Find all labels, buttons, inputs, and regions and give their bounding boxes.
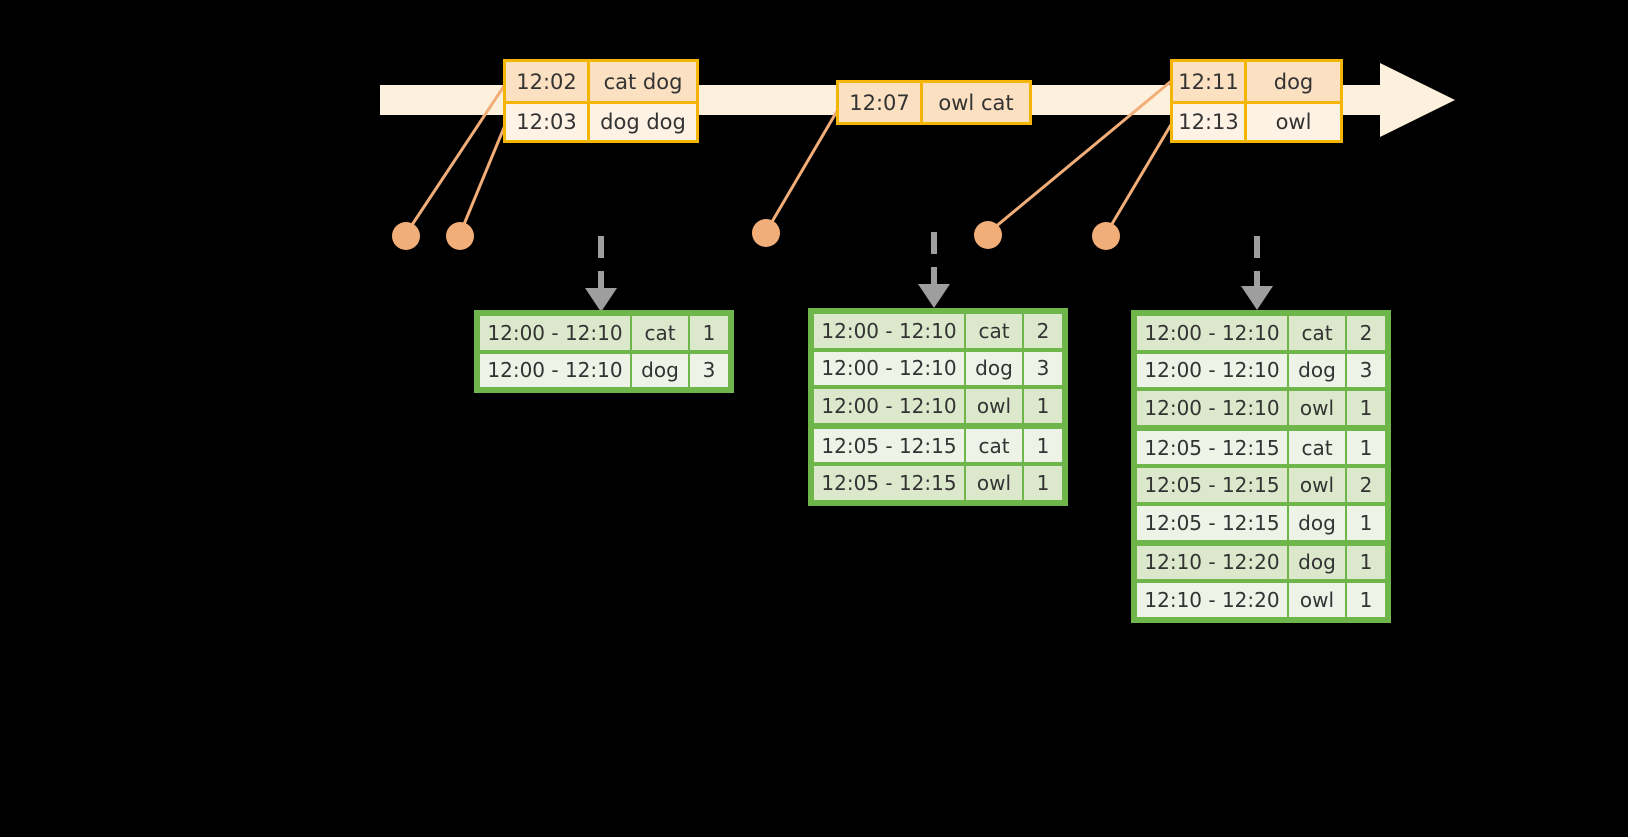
event-row: 12:07 owl cat <box>839 83 1029 122</box>
event-time: 12:03 <box>506 104 590 140</box>
cell-window: 12:10 - 12:20 <box>1137 545 1287 580</box>
cell-count: 1 <box>1347 430 1385 465</box>
event-time: 12:11 <box>1173 62 1247 101</box>
cell-count: 3 <box>1347 353 1385 388</box>
event-time: 12:13 <box>1173 104 1247 140</box>
cell-window: 12:00 - 12:10 <box>480 353 630 388</box>
cell-word: owl <box>1289 391 1345 425</box>
cell-window: 12:00 - 12:10 <box>814 314 964 348</box>
table-row: 12:00 - 12:10 cat 1 <box>478 314 730 352</box>
event-words: dog <box>1273 69 1314 94</box>
cell-count: 1 <box>1024 389 1062 423</box>
cell-count: 2 <box>1024 314 1062 348</box>
cell-count: 1 <box>690 316 728 350</box>
cell-count: 1 <box>1347 391 1385 425</box>
cell-word: cat <box>1289 430 1345 465</box>
table-row: 12:00 - 12:10 owl 1 <box>1135 389 1387 427</box>
event-words: owl <box>1275 110 1312 134</box>
cell-count: 1 <box>1347 583 1385 617</box>
event-group-2: 12:07 owl cat <box>836 80 1032 125</box>
event-row: 12:03 dog dog <box>506 101 696 140</box>
cell-word: dog <box>966 351 1022 386</box>
event-row: 12:13 owl <box>1173 101 1340 140</box>
event-time: 12:02 <box>506 62 590 101</box>
cell-count: 1 <box>1024 428 1062 463</box>
table-row: 12:00 - 12:10 cat 2 <box>812 312 1064 350</box>
cell-count: 1 <box>1347 505 1385 540</box>
cell-window: 12:00 - 12:10 <box>1137 353 1287 388</box>
event-row: 12:11 dog <box>1173 62 1340 101</box>
connector-dot-3 <box>752 219 780 247</box>
cell-window: 12:00 - 12:10 <box>814 389 964 423</box>
connector-dots <box>392 219 1120 250</box>
cell-word: cat <box>632 316 688 350</box>
cell-word: owl <box>966 389 1022 423</box>
cell-window: 12:05 - 12:15 <box>1137 430 1287 465</box>
cell-word: dog <box>1289 353 1345 388</box>
table-row: 12:05 - 12:15 dog 1 <box>1135 504 1387 542</box>
event-group-1: 12:02 cat dog 12:03 dog dog <box>503 59 699 143</box>
dashed-arrows <box>598 232 1260 292</box>
event-words: dog dog <box>600 110 686 134</box>
cell-count: 1 <box>1347 545 1385 580</box>
cell-word: dog <box>632 353 688 388</box>
cell-word: owl <box>966 466 1022 500</box>
event-row: 12:02 cat dog <box>506 62 696 101</box>
table-row: 12:05 - 12:15 cat 1 <box>812 427 1064 465</box>
cell-window: 12:10 - 12:20 <box>1137 583 1287 617</box>
cell-window: 12:00 - 12:10 <box>480 316 630 350</box>
event-time: 12:07 <box>839 83 923 122</box>
event-words: cat dog <box>603 69 683 94</box>
cell-word: cat <box>966 314 1022 348</box>
result-table-2: 12:00 - 12:10 cat 2 12:00 - 12:10 dog 3 … <box>808 308 1068 506</box>
table-row: 12:00 - 12:10 owl 1 <box>812 387 1064 425</box>
cell-word: dog <box>1289 505 1345 540</box>
cell-word: dog <box>1289 545 1345 580</box>
cell-word: cat <box>966 428 1022 463</box>
result-table-1: 12:00 - 12:10 cat 1 12:00 - 12:10 dog 3 <box>474 310 734 394</box>
table-row: 12:05 - 12:15 cat 1 <box>1135 429 1387 467</box>
connector-dot-2 <box>446 222 474 250</box>
connector-dot-4 <box>974 221 1002 249</box>
cell-word: owl <box>1289 583 1345 617</box>
cell-window: 12:00 - 12:10 <box>1137 316 1287 350</box>
cell-count: 1 <box>1024 466 1062 500</box>
table-row: 12:05 - 12:15 owl 2 <box>1135 466 1387 504</box>
cell-window: 12:00 - 12:10 <box>1137 391 1287 425</box>
cell-word: cat <box>1289 316 1345 350</box>
table-row: 12:00 - 12:10 dog 3 <box>1135 352 1387 390</box>
cell-window: 12:05 - 12:15 <box>814 466 964 500</box>
cell-count: 3 <box>690 353 728 388</box>
cell-count: 2 <box>1347 468 1385 502</box>
cell-window: 12:05 - 12:15 <box>1137 468 1287 502</box>
table-row: 12:10 - 12:20 owl 1 <box>1135 581 1387 619</box>
event-group-3: 12:11 dog 12:13 owl <box>1170 59 1343 143</box>
connector-dot-5 <box>1092 222 1120 250</box>
table-row: 12:00 - 12:10 dog 3 <box>812 350 1064 388</box>
cell-count: 2 <box>1347 316 1385 350</box>
cell-window: 12:05 - 12:15 <box>814 428 964 463</box>
table-row: 12:05 - 12:15 owl 1 <box>812 464 1064 502</box>
cell-window: 12:05 - 12:15 <box>1137 505 1287 540</box>
event-words: owl cat <box>938 90 1014 115</box>
table-row: 12:00 - 12:10 dog 3 <box>478 352 730 390</box>
result-table-3: 12:00 - 12:10 cat 2 12:00 - 12:10 dog 3 … <box>1131 310 1391 623</box>
table-row: 12:10 - 12:20 dog 1 <box>1135 544 1387 582</box>
cell-window: 12:00 - 12:10 <box>814 351 964 386</box>
table-row: 12:00 - 12:10 cat 2 <box>1135 314 1387 352</box>
cell-word: owl <box>1289 468 1345 502</box>
cell-count: 3 <box>1024 351 1062 386</box>
connector-dot-1 <box>392 222 420 250</box>
